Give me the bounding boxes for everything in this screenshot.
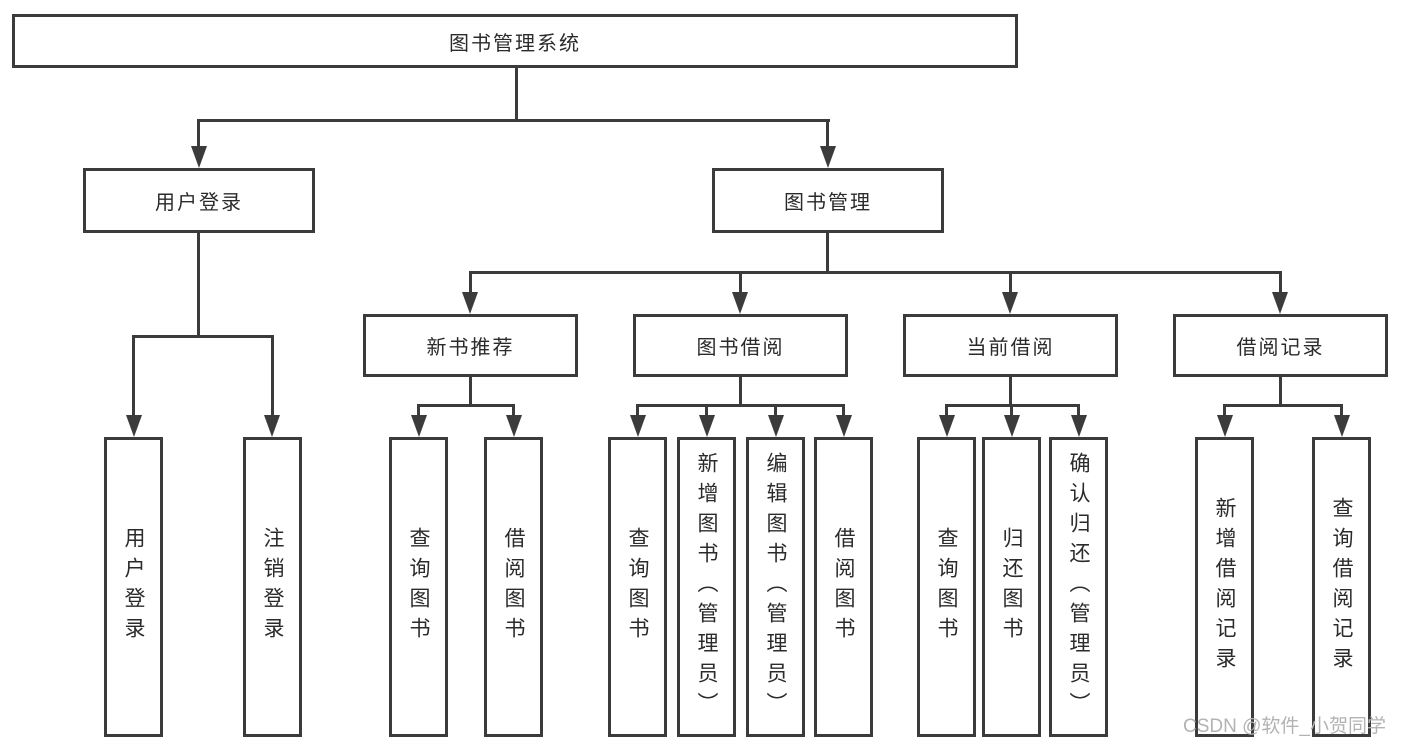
connector-user-login-stem — [197, 233, 200, 338]
node-book-borrow-label: 图书借阅 — [696, 337, 785, 359]
node-current-borrow-label: 当前借阅 — [966, 337, 1055, 359]
connector-book-borrow-bar — [636, 404, 845, 407]
connector-drop-current-borrow — [1009, 271, 1012, 294]
leaf-user-login: 用户登录 — [104, 437, 163, 737]
arrow-login-leaf — [126, 415, 142, 437]
arrow-borrow-record — [1272, 292, 1288, 314]
connector-drop-new-book — [469, 271, 472, 294]
arrow-cb-confirm — [1071, 415, 1087, 437]
arrow-new-book — [462, 292, 478, 314]
node-borrow-record-label: 借阅记录 — [1236, 337, 1325, 359]
node-root-label: 图书管理系统 — [449, 32, 581, 55]
arrow-book-borrow — [732, 292, 748, 314]
leaf-cb-confirm-return-admin-label: 确认归还（管理员） — [1067, 452, 1090, 722]
leaf-cb-return-book-label: 归还图书 — [1000, 527, 1023, 647]
arrow-bb-add — [699, 415, 715, 437]
connector-drop-nb-borrow — [512, 404, 515, 417]
node-root: 图书管理系统 — [12, 14, 1018, 68]
leaf-logout: 注销登录 — [243, 437, 302, 737]
leaf-br-query-record: 查询借阅记录 — [1312, 437, 1371, 737]
arrow-bb-edit — [768, 415, 784, 437]
leaf-br-query-record-label: 查询借阅记录 — [1330, 497, 1353, 677]
connector-drop-user-login — [197, 119, 200, 149]
connector-root-bar — [197, 119, 830, 122]
node-new-book-label: 新书推荐 — [426, 337, 515, 359]
leaf-br-add-record: 新增借阅记录 — [1195, 437, 1254, 737]
arrow-bb-query — [630, 415, 646, 437]
leaf-bb-edit-book-admin: 编辑图书（管理员） — [746, 437, 805, 737]
leaf-nb-query-book: 查询图书 — [389, 437, 448, 737]
connector-borrow-record-stem — [1279, 377, 1282, 407]
connector-current-borrow-stem — [1009, 377, 1012, 407]
connector-drop-bb-edit — [774, 404, 777, 417]
node-current-borrow: 当前借阅 — [903, 314, 1118, 377]
connector-drop-cb-return — [1010, 404, 1013, 417]
connector-book-mgmt-bar — [469, 271, 1282, 274]
csdn-watermark: CSDN @软件_小贺同学 — [1183, 716, 1386, 737]
arrow-user-login — [191, 146, 207, 168]
leaf-cb-confirm-return-admin: 确认归还（管理员） — [1049, 437, 1108, 737]
arrow-nb-borrow — [506, 415, 522, 437]
node-user-login: 用户登录 — [83, 168, 315, 233]
leaf-bb-edit-book-admin-label: 编辑图书（管理员） — [764, 452, 787, 722]
connector-drop-bb-borrow — [842, 404, 845, 417]
node-user-login-label: 用户登录 — [155, 192, 243, 214]
connector-book-mgmt-stem — [826, 233, 829, 274]
arrow-br-add — [1217, 415, 1233, 437]
node-new-book: 新书推荐 — [363, 314, 578, 377]
leaf-bb-add-book-admin-label: 新增图书（管理员） — [695, 452, 718, 722]
connector-drop-br-query — [1340, 404, 1343, 417]
connector-drop-bb-add — [705, 404, 708, 417]
arrow-bb-borrow — [836, 415, 852, 437]
leaf-bb-borrow-book: 借阅图书 — [814, 437, 873, 737]
connector-drop-nb-query — [417, 404, 420, 417]
connector-borrow-record-bar — [1223, 404, 1343, 407]
connector-drop-br-add — [1223, 404, 1226, 417]
node-book-borrow: 图书借阅 — [633, 314, 848, 377]
connector-book-borrow-stem — [739, 377, 742, 407]
connector-drop-logout-leaf — [271, 335, 274, 417]
connector-drop-cb-query — [945, 404, 948, 417]
node-book-mgmt-label: 图书管理 — [784, 192, 872, 214]
leaf-bb-borrow-book-label: 借阅图书 — [832, 527, 855, 647]
connector-new-book-stem — [469, 377, 472, 407]
arrow-current-borrow — [1002, 292, 1018, 314]
leaf-cb-query-book-label: 查询图书 — [935, 527, 958, 647]
connector-drop-bb-query — [636, 404, 639, 417]
connector-user-login-bar — [132, 335, 274, 338]
arrow-br-query — [1334, 415, 1350, 437]
arrow-cb-return — [1004, 415, 1020, 437]
leaf-logout-label: 注销登录 — [261, 527, 284, 647]
leaf-bb-query-book-label: 查询图书 — [626, 527, 649, 647]
arrow-nb-query — [411, 415, 427, 437]
leaf-nb-borrow-book: 借阅图书 — [484, 437, 543, 737]
leaf-user-login-label: 用户登录 — [122, 527, 145, 647]
arrow-book-mgmt — [820, 146, 836, 168]
arrow-cb-query — [939, 415, 955, 437]
node-borrow-record: 借阅记录 — [1173, 314, 1388, 377]
connector-drop-book-borrow — [739, 271, 742, 294]
leaf-nb-borrow-book-label: 借阅图书 — [502, 527, 525, 647]
node-book-mgmt: 图书管理 — [712, 168, 944, 233]
connector-root-stem — [515, 68, 518, 122]
leaf-bb-query-book: 查询图书 — [608, 437, 667, 737]
arrow-logout-leaf — [264, 415, 280, 437]
leaf-cb-return-book: 归还图书 — [982, 437, 1041, 737]
connector-drop-borrow-record — [1279, 271, 1282, 294]
connector-drop-cb-confirm — [1077, 404, 1080, 417]
connector-drop-login-leaf — [132, 335, 135, 417]
leaf-nb-query-book-label: 查询图书 — [407, 527, 430, 647]
connector-drop-book-mgmt — [826, 119, 829, 149]
leaf-bb-add-book-admin: 新增图书（管理员） — [677, 437, 736, 737]
leaf-cb-query-book: 查询图书 — [917, 437, 976, 737]
connector-new-book-bar — [417, 404, 515, 407]
leaf-br-add-record-label: 新增借阅记录 — [1213, 497, 1236, 677]
